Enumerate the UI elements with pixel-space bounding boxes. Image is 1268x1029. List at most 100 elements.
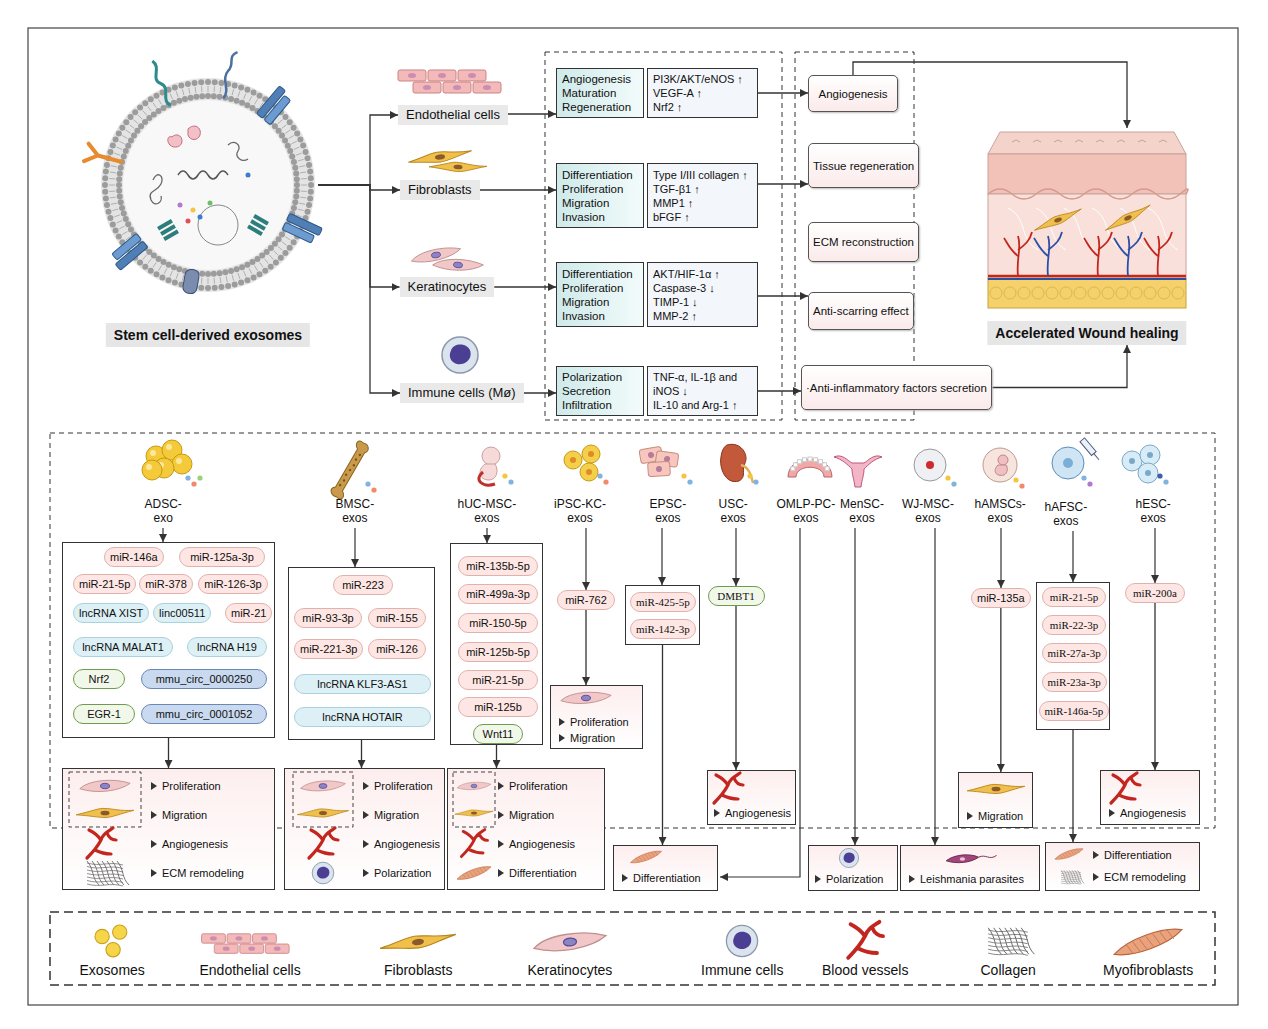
connector-arrow <box>758 295 808 296</box>
result-item: Migration <box>151 800 270 829</box>
cargo-pill: miR-126-3p <box>198 574 268 594</box>
connector-arrow <box>524 392 556 393</box>
decor-path <box>455 810 493 816</box>
label-word: exos <box>1140 511 1165 525</box>
source-label: hAFSC- exos <box>1045 500 1088 528</box>
decor-circle <box>104 202 110 208</box>
decor-path <box>317 867 330 879</box>
decor-circle <box>225 283 231 289</box>
decor-circle <box>178 83 184 89</box>
decor-circle <box>185 81 191 87</box>
decor-path <box>222 51 238 100</box>
decor-circle <box>232 83 238 89</box>
bullet-mark <box>151 811 157 819</box>
decor-circle <box>1087 481 1092 486</box>
node-text: Stem cell-derived exosomes <box>106 323 310 347</box>
decor-ellipse <box>101 811 110 816</box>
decor-circle <box>119 125 125 131</box>
mechanism-box: AKT/HIF-1α ↑Caspase-3 ↓TIMP-1 ↓MMP-2 ↑ <box>647 262 758 327</box>
connector-arrow <box>480 189 556 190</box>
decor-circle <box>1147 452 1153 458</box>
node-text: miR-93-3p <box>300 609 356 627</box>
connector-arrow <box>758 92 808 93</box>
decor-rect <box>227 934 251 943</box>
result-box: DifferentiationECM remodeling <box>1045 842 1200 891</box>
decor-circle <box>342 479 345 482</box>
decor-circle <box>348 468 351 471</box>
result-item: Angiogenesis <box>1109 804 1195 822</box>
label-word: exos <box>1053 514 1078 528</box>
decor-circle <box>107 149 113 155</box>
cargo-pill: Nrf2 <box>73 669 125 689</box>
decor-rect <box>988 154 1186 194</box>
source-arrow <box>585 528 586 590</box>
connector-arrow <box>494 286 556 287</box>
node-text: Proliferation <box>562 182 638 196</box>
illustration-node: Accelerated Wound healing <box>988 128 1186 345</box>
decor-circle <box>257 271 263 277</box>
decor-circle <box>239 264 245 270</box>
decor-circle <box>198 79 204 85</box>
decor-g <box>432 257 483 273</box>
decor-path <box>1084 232 1112 276</box>
decor-line <box>122 136 127 139</box>
decor-circle <box>166 262 172 268</box>
result-item: Angiogenesis <box>498 829 600 858</box>
decor-circle <box>102 182 108 188</box>
node-text: miR-21-5p <box>464 671 532 689</box>
source-arrow <box>854 528 855 845</box>
decor-circle <box>102 175 108 181</box>
decor-circle <box>101 78 315 292</box>
decor-path <box>1148 208 1178 250</box>
decor-line <box>642 855 645 861</box>
decor-path <box>432 257 483 273</box>
decor-circle <box>110 221 116 227</box>
decor-circle <box>303 149 309 155</box>
decor-g <box>429 160 487 173</box>
decor-g <box>726 925 757 956</box>
decor-line <box>301 185 307 186</box>
decor-line <box>170 94 172 100</box>
decor-circle <box>287 119 293 125</box>
node-text: linc00511 <box>159 604 205 622</box>
decor-g <box>564 445 600 481</box>
result-text: Differentiation <box>509 867 577 879</box>
node-text: miR-23a-3p <box>1048 673 1101 691</box>
decor-circle <box>166 444 172 450</box>
decor-g <box>247 214 269 236</box>
decor-circle <box>193 94 199 100</box>
result-text: Migration <box>509 809 554 821</box>
cargo-pill: miR-22-3p <box>1042 615 1106 635</box>
decor-ellipse <box>223 947 230 951</box>
decor-circle <box>188 95 194 101</box>
decor-circle <box>142 460 162 480</box>
decor-line <box>1060 854 1063 859</box>
bullet-mark <box>1093 851 1099 859</box>
source-label: hUC-MSC- exos <box>458 497 517 525</box>
cargo-pill: miR-378 <box>139 574 193 594</box>
result-text: Differentiation <box>1104 849 1172 861</box>
node-text: ·Anti-inflammatory factors secretion <box>806 381 987 395</box>
decor-circle <box>371 487 376 492</box>
decor-line <box>1065 852 1068 857</box>
cell-tag: Fibroblasts <box>400 180 480 200</box>
decor-circle <box>1145 470 1151 476</box>
label-word: USC- <box>719 497 748 511</box>
result-item: Proliferation <box>363 771 440 800</box>
cargo-pill: miR-146a-5p <box>1039 701 1110 721</box>
source-label: WJ-MSC- exos <box>902 497 954 525</box>
cargo-pill: miR-499a-3p <box>458 584 538 604</box>
decor-line <box>111 203 117 204</box>
decor-line <box>114 153 120 155</box>
outcome-box: ·Anti-inflammatory factors secretion <box>801 365 992 410</box>
decor-circle <box>293 170 299 176</box>
label-word: exos <box>655 511 680 525</box>
decor-circle <box>1060 287 1072 299</box>
decor-circle <box>123 119 129 125</box>
decor-circle <box>983 448 1017 482</box>
decor-circle <box>1129 458 1135 464</box>
result-box: Migration <box>958 772 1033 828</box>
decor-circle <box>146 464 152 470</box>
decor-g <box>629 848 662 865</box>
decor-rect <box>988 278 1186 308</box>
